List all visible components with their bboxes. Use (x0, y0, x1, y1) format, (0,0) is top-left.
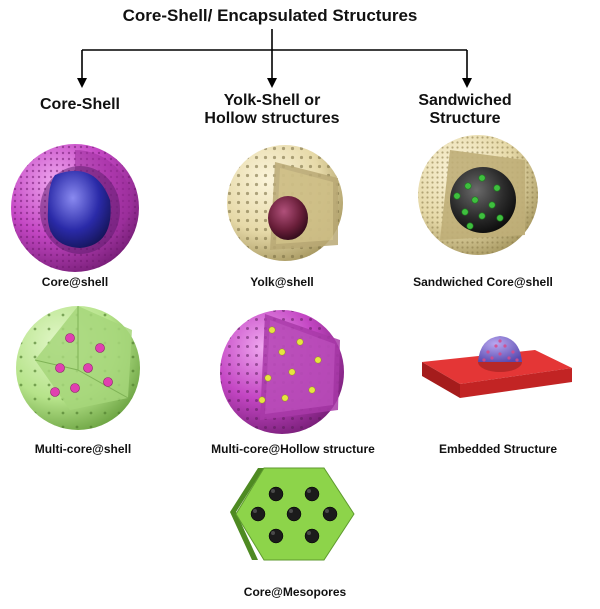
mesoporous-hexagon-icon (230, 467, 355, 561)
embedded-slab-icon (422, 336, 572, 398)
category-core-shell-line1: Core-Shell (39, 96, 120, 113)
caption-mesopores: Core@Mesopores (243, 585, 347, 599)
caption-core-shell: Core@shell (41, 275, 109, 289)
arrow-heads (77, 78, 472, 88)
category-yolk-shell: Yolk-Shell or Hollow structures (192, 92, 352, 129)
caption-sandwiched: Sandwiched Core@shell (413, 275, 553, 289)
multi-core-hollow-sphere-icon (220, 310, 344, 434)
category-yolk-shell-line2: Hollow structures (204, 110, 340, 128)
caption-embedded: Embedded Structure (438, 442, 558, 456)
category-sandwiched: Sandwiched Structure (400, 92, 530, 129)
caption-yolk-shell: Yolk@shell (250, 275, 314, 289)
sandwiched-sphere-icon (418, 135, 538, 255)
category-core-shell: Core-Shell (20, 96, 140, 114)
core-shell-sphere-icon (11, 144, 139, 272)
tree-connectors (81, 29, 468, 80)
multi-core-shell-sphere-icon (16, 306, 140, 430)
category-yolk-shell-line1: Yolk-Shell or (223, 92, 321, 109)
caption-multi-core-hollow: Multi-core@Hollow structure (211, 442, 375, 456)
diagram-title: Core-Shell/ Encapsulated Structures (122, 6, 418, 25)
category-sandwiched-line1: Sandwiched (418, 92, 512, 109)
category-sandwiched-line2: Structure (429, 110, 501, 128)
caption-multi-core-shell: Multi-core@shell (34, 442, 132, 456)
yolk-shell-sphere-icon (227, 145, 343, 261)
